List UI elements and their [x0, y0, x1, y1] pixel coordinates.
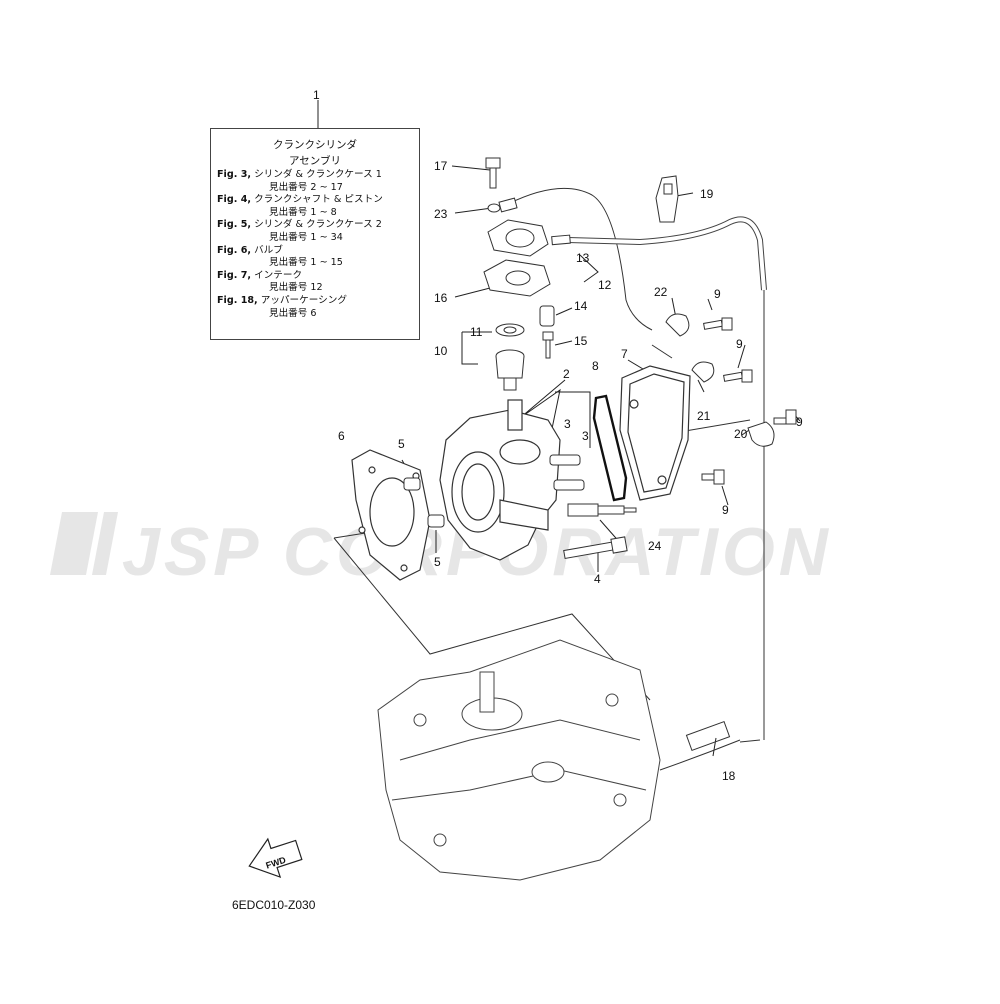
watermark-logo-mark [50, 512, 98, 575]
callout-2: 2 [563, 367, 570, 381]
note-entry: Fig. 4, クランクシャフト & ピストン 見出番号 1 ~ 8 [217, 194, 413, 219]
callout-8: 8 [592, 359, 599, 373]
note-ref: 見出番号 1 ~ 8 [269, 206, 337, 218]
note-title-line1: クランクシリンダ [273, 139, 357, 151]
part-15-bolt [542, 331, 554, 359]
crankcase-assembly [377, 639, 661, 881]
note-fig: Fig. 4, [217, 194, 252, 206]
part-14-sleeve [539, 305, 555, 327]
callout-numbers: 1 2 3 3 4 5 5 6 7 8 9 9 9 9 10 11 12 13 … [313, 88, 803, 783]
callout-3: 3 [564, 417, 571, 431]
note-fig: Fig. 5, [217, 219, 252, 231]
callout-10: 10 [434, 344, 448, 358]
note-text: アッパーケーシング [260, 294, 347, 306]
callout-7: 7 [621, 347, 628, 361]
cable-hose [567, 216, 767, 751]
callout-4: 4 [594, 572, 601, 586]
note-entry: Fig. 3, シリンダ & クランクケース 1 見出番号 2 ~ 17 [217, 169, 413, 194]
callout-1: 1 [313, 88, 320, 102]
note-entry: Fig. 5, シリンダ & クランクケース 2 見出番号 1 ~ 34 [217, 219, 413, 244]
part-19-hose-holder [655, 175, 679, 223]
note-fig: Fig. 18, [217, 294, 258, 306]
part-13-thermostat-cover [487, 219, 571, 257]
part-17-bolt [485, 157, 501, 189]
assembly-note-box: クランクシリンダ アセンブリ Fig. 3, シリンダ & クランクケース 1 … [210, 128, 420, 340]
callout-5: 5 [398, 437, 405, 451]
note-text: バルブ [254, 244, 283, 256]
diagram-code: 6EDC010-Z030 [232, 898, 316, 912]
note-ref: 見出番号 6 [269, 307, 317, 319]
note-ref: 見出番号 1 ~ 15 [269, 257, 343, 269]
note-fig: Fig. 6, [217, 244, 252, 256]
callout-21: 21 [697, 409, 711, 423]
note-entries: Fig. 3, シリンダ & クランクケース 1 見出番号 2 ~ 17 Fig… [217, 169, 413, 320]
part-7-head-cover [619, 365, 691, 501]
callout-17: 17 [434, 159, 448, 173]
callout-12: 12 [598, 278, 612, 292]
callout-6: 6 [338, 429, 345, 443]
note-ref: 見出番号 2 ~ 17 [269, 181, 343, 193]
part-20-clamp [747, 421, 775, 447]
note-entry: Fig. 6, バルブ 見出番号 1 ~ 15 [217, 245, 413, 270]
callout-9: 9 [796, 415, 803, 429]
part-24-spark-plug [567, 503, 637, 517]
callout-13: 13 [576, 251, 590, 265]
note-entry: Fig. 7, インテーク 見出番号 12 [217, 270, 413, 295]
callout-18: 18 [722, 769, 736, 783]
callout-24: 24 [648, 539, 662, 553]
note-text: シリンダ & クランクケース 1 [254, 169, 382, 180]
callout-11: 11 [470, 325, 483, 339]
part-22-clamp [665, 313, 690, 337]
part-8-o-ring [592, 394, 628, 502]
callout-22: 22 [654, 285, 668, 299]
note-entry: Fig. 18, アッパーケーシング 見出番号 6 [217, 295, 413, 320]
callout-9: 9 [722, 503, 729, 517]
part-16-gasket [483, 259, 551, 297]
note-title-line2: アセンブリ [289, 155, 341, 167]
callout-16: 16 [434, 291, 448, 305]
part-9-bolts [701, 317, 797, 485]
part-21-clamp [691, 361, 715, 383]
part-5-dowel-pins [403, 477, 445, 528]
part-2-cylinder-block [439, 399, 561, 561]
note-text: シリンダ & クランクケース 2 [254, 219, 382, 231]
note-text: インテーク [254, 269, 303, 281]
callout-19: 19 [700, 187, 714, 201]
callout-5: 5 [434, 555, 441, 569]
note-ref: 見出番号 1 ~ 34 [269, 231, 343, 243]
callout-3: 3 [582, 429, 589, 443]
note-fig: Fig. 7, [217, 269, 252, 281]
note-text: クランクシャフト & ピストン [254, 194, 383, 206]
callout-9: 9 [736, 337, 743, 351]
part-23-terminal [487, 197, 518, 213]
callout-15: 15 [574, 334, 588, 348]
fwd-arrow: FWD [248, 837, 303, 878]
part-3-dowel-pins [549, 454, 585, 491]
part-10-thermostat [495, 349, 525, 391]
part-11-seal [495, 323, 525, 337]
callout-20: 20 [734, 427, 748, 441]
callout-14: 14 [574, 299, 588, 313]
note-ref: 見出番号 12 [269, 282, 323, 294]
callout-23: 23 [434, 207, 448, 221]
part-4-bolt [563, 536, 628, 560]
note-fig: Fig. 3, [217, 169, 252, 180]
callout-9: 9 [714, 287, 721, 301]
